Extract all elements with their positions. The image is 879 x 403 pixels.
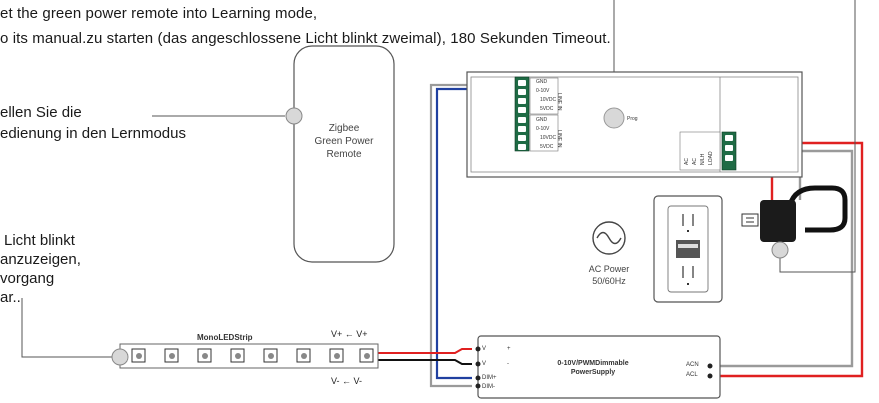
step1-line-2: edienung in den Lernmodus (0, 125, 186, 142)
pointer-circle-icon (285, 107, 303, 125)
step2-line-2: anzuzeigen, (0, 251, 81, 268)
remote-body (293, 45, 395, 263)
ac-power-label-2: 50/60Hz (592, 276, 626, 286)
prog-label: Prog (627, 116, 638, 122)
psu-left-terminal-dots (475, 346, 481, 389)
pointer-circle-icon (111, 348, 129, 366)
step1-line-1: ellen Sie die (0, 104, 82, 121)
term-label-5vdc-2: 5VDC (540, 144, 554, 150)
psu-polarity-plus: + (507, 346, 511, 352)
power-supply-body (477, 335, 721, 399)
remote-label-2: Green Power (314, 136, 374, 147)
psu-title-2: PowerSupply (570, 369, 616, 376)
psu-title-1: 0-10V/PWMDimmable (557, 360, 629, 367)
term-label-10vdc-1: 10VDC (540, 97, 557, 103)
left-terminal-label-box-2 (529, 114, 559, 152)
black-power-cord (787, 185, 848, 233)
step2-line-3: vorgang (0, 270, 55, 287)
red-wire-top (720, 141, 864, 378)
psu-term-acl: ACL (686, 372, 698, 378)
line-in-label-1: LINE IN (556, 93, 562, 111)
term-label-010v-2: 0-10V (536, 126, 550, 132)
psu-term-acn: ACN (686, 362, 699, 368)
term-label-gnd-1: GND (536, 79, 548, 85)
right-term-label-4: LOAD (708, 151, 714, 165)
instruction-line-1: et the green power remote into Learning … (0, 5, 318, 22)
led-strip-plus-label: V+ ← V+ (331, 329, 368, 339)
line-in-label-2: LINE IN (556, 130, 562, 148)
red-wire-strip (378, 348, 472, 354)
step2-line-4: ar.. (0, 289, 21, 306)
ac-power-label-1: AC Power (588, 264, 630, 274)
left-terminal-block (514, 76, 530, 152)
prog-button-icon[interactable] (603, 107, 625, 129)
psu-term-v-plus: V (482, 346, 487, 352)
term-label-gnd-2: GND (536, 117, 548, 123)
wall-outlet-icon (653, 195, 723, 303)
psu-term-dim-plus: DIM+ (482, 375, 497, 381)
led-strip-title: MonoLEDStrip (197, 333, 253, 342)
right-term-label-2: AC (692, 158, 698, 165)
remote-label-3: Remote (326, 149, 362, 160)
controller-inner (470, 76, 799, 173)
term-label-10vdc-2: 10VDC (540, 135, 557, 141)
leader-line-strip (21, 298, 112, 358)
black-wire-strip (378, 359, 472, 365)
left-terminal-screws (518, 80, 526, 150)
psu-polarity-minus: - (507, 361, 509, 367)
instruction-line-2: o its manual.zu starten (das angeschloss… (0, 30, 611, 47)
right-term-label-1: AC (684, 158, 690, 165)
psu-term-v-minus: V (482, 361, 487, 367)
left-terminal-label-box-1 (529, 77, 559, 115)
term-label-5vdc-1: 5VDC (540, 106, 554, 112)
psu-right-terminal-dots (707, 363, 713, 379)
step2-line-1: Licht blinkt (4, 232, 75, 249)
gray-wire-right (720, 149, 854, 368)
term-label-010v-1: 0-10V (536, 88, 550, 94)
led-strip-minus-label: V- ← V- (331, 376, 363, 386)
led-chip-centers (136, 353, 370, 359)
remote-label-1: Zigbee (328, 123, 360, 134)
right-label-box (679, 131, 721, 171)
psu-term-dim-minus: DIM- (482, 384, 495, 390)
right-terminal-screws (725, 135, 733, 161)
right-term-label-3: N/LH (700, 153, 706, 165)
leader-line-plug (779, 0, 856, 273)
power-plug-icon (741, 200, 796, 259)
